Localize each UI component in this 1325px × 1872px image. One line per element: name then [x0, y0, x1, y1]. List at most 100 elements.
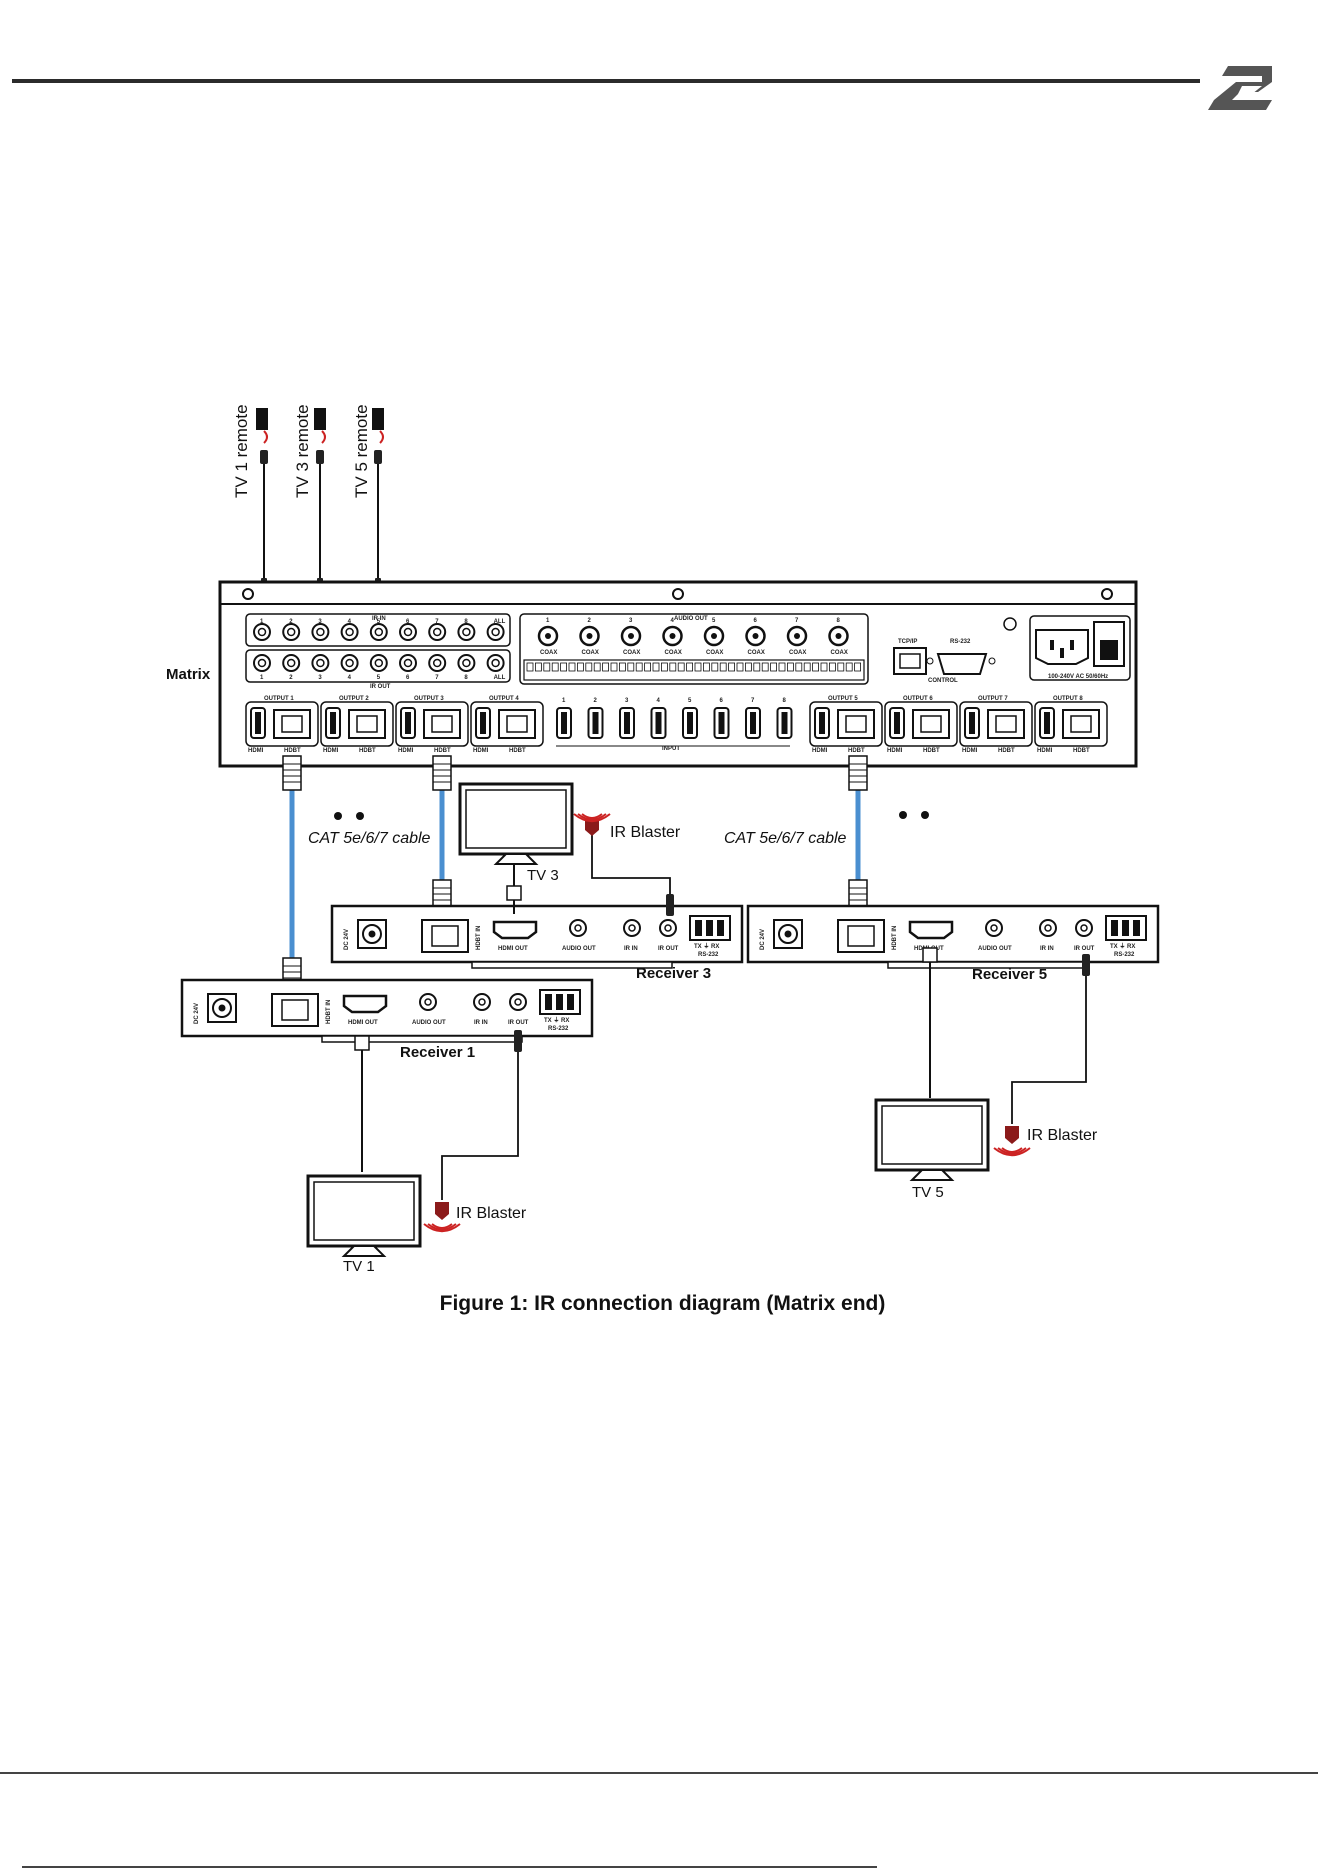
ir-out-jack-number: 2: [289, 675, 293, 681]
input-number: 8: [783, 698, 787, 704]
hdbt-label: HDBT: [923, 748, 940, 754]
coax-jack: [745, 625, 766, 647]
ir-in-jack-number: ALL: [494, 619, 506, 625]
coax-jack: [662, 625, 683, 647]
ir-in-label: IR IN: [1040, 946, 1054, 952]
coax-jack: [828, 625, 849, 647]
coax-number: 7: [795, 618, 799, 624]
terminal-screw: [568, 662, 576, 672]
ir-in-jack: [399, 623, 417, 641]
terminal-screw: [669, 662, 677, 672]
ir-out-jack: [457, 654, 476, 672]
hdbt-label: HDBT: [1073, 748, 1090, 754]
hdmi-out-port: [342, 994, 388, 1014]
tcpip-port: [893, 647, 927, 675]
ir-out-jack-number: ALL: [494, 675, 506, 681]
ir-out-jack-plugs: [514, 894, 1090, 1052]
output-label: OUTPUT 4: [489, 696, 519, 702]
ir-in-label: IR IN: [372, 616, 386, 622]
terminal-screw: [593, 662, 601, 672]
tv-icon: [458, 782, 574, 865]
hdbt-label: HDBT: [509, 748, 526, 754]
coax-label: COAX: [789, 650, 806, 656]
rs232-label: RS-232: [1114, 952, 1135, 958]
ir-blaster-icon: [573, 813, 611, 836]
terminal-screw: [610, 662, 618, 672]
ir-in-jack: [282, 623, 301, 641]
coax-number: 8: [837, 618, 841, 624]
ir-in-jack: [486, 623, 505, 641]
coax-label: COAX: [540, 650, 557, 656]
input-label: INPUT: [662, 746, 680, 752]
hdbt-in-port: [421, 919, 469, 953]
output-label: OUTPUT 6: [903, 696, 933, 702]
tcpip-label: TCP/IP: [898, 639, 917, 645]
remote-label-3: TV 3 remote: [293, 404, 312, 498]
rj45-plug: [848, 755, 868, 791]
terminal-screw: [719, 662, 727, 672]
audio-out-jack: [985, 919, 1003, 937]
terminal-screw: [543, 662, 551, 672]
hdbt-port: [348, 709, 386, 739]
audio-out-jack: [569, 919, 587, 937]
input-number: 4: [657, 698, 661, 704]
control-label: CONTROL: [928, 678, 958, 684]
coax-number: 2: [588, 618, 592, 624]
terminal-screw: [661, 662, 668, 672]
matrix-label: Matrix: [166, 666, 211, 683]
hdbt-label: HDBT: [998, 748, 1015, 754]
ir-blaster-label-3: IR Blaster: [610, 824, 681, 841]
coax-jack: [537, 625, 559, 647]
footer-rule-short: [22, 1866, 877, 1868]
tv-1-label: TV 1: [343, 1258, 375, 1275]
input-number: 3: [625, 698, 629, 704]
hdbt-port: [423, 709, 461, 739]
power-inlet: [1035, 629, 1089, 665]
ir-in-jack: [623, 919, 641, 937]
output-label: OUTPUT 1: [264, 696, 294, 702]
output-label: OUTPUT 3: [414, 696, 444, 702]
hdbt-in-label: HDBT IN: [892, 926, 898, 950]
terminal-screw: [602, 662, 609, 672]
continuation-dots: [334, 811, 929, 820]
terminal-screw: [770, 662, 777, 672]
coax-label: COAX: [706, 650, 723, 656]
terminal-screw: [526, 662, 534, 672]
hdbt-port: [837, 709, 875, 739]
terminal-screw: [753, 662, 761, 672]
tv-icon: [874, 1098, 990, 1181]
footer-rule: [0, 1772, 1318, 1774]
ir-out-jack-number: 5: [377, 675, 381, 681]
terminal-screw: [736, 662, 744, 672]
ir-out-jack: [369, 654, 388, 672]
hdmi-plugs: [354, 885, 938, 1051]
ir-out-jack-number: 7: [435, 675, 439, 681]
terminal-screw: [577, 662, 584, 672]
ir-in-jack-number: 7: [435, 619, 439, 625]
output-label: OUTPUT 8: [1053, 696, 1083, 702]
terminal-screw: [711, 662, 719, 672]
hdbt-in-port: [837, 919, 885, 953]
ir-out-label: IR OUT: [508, 1020, 529, 1026]
tv-5-label: TV 5: [912, 1184, 944, 1201]
input-number: 5: [688, 698, 692, 704]
matrix-output-block: OUTPUT 4 HDMI HDBT: [470, 696, 544, 754]
output-label: OUTPUT 2: [339, 696, 369, 702]
ir-blaster-label-5: IR Blaster: [1027, 1127, 1098, 1144]
ir-in-jack-number: 3: [318, 619, 322, 625]
ir-out-jack-number: 3: [318, 675, 322, 681]
hdmi-label: HDMI: [473, 748, 489, 754]
ir-out-label: IR OUT: [658, 946, 679, 952]
ir-out-jack: [253, 654, 271, 672]
input-number: 7: [751, 698, 755, 704]
receiver-1-label: Receiver 1: [400, 1044, 475, 1061]
